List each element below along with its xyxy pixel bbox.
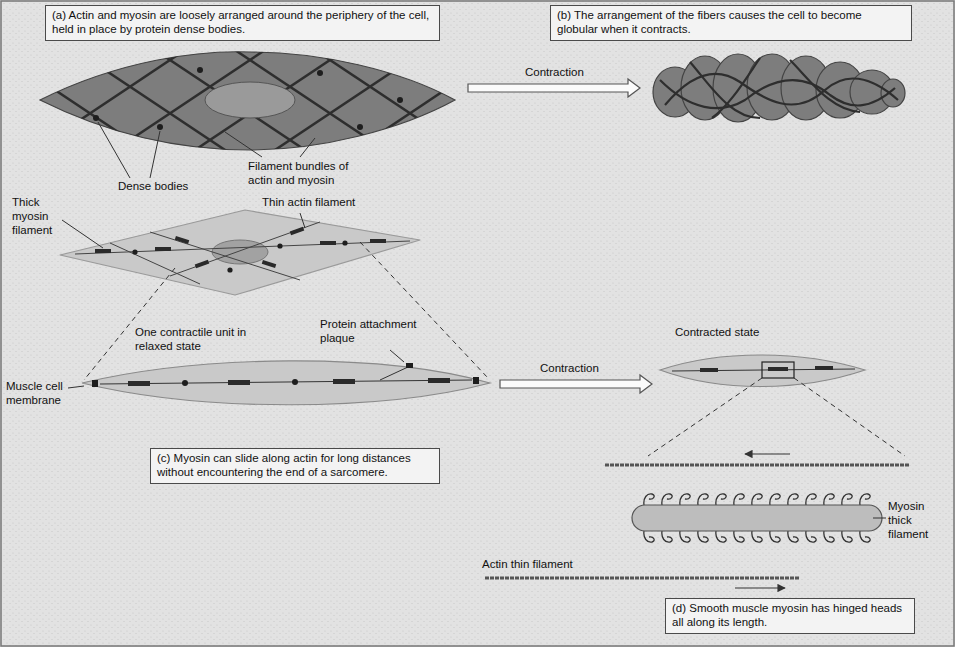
thin-actin-filament (100, 380, 472, 384)
part-label: Filament bundles of actin and myosin (248, 160, 353, 188)
dense-bodies (93, 67, 403, 130)
thick-myosin-filaments (128, 378, 450, 386)
caption-text: (a) Actin and myosin are loosely arrange… (52, 9, 433, 37)
leader-line (300, 138, 315, 157)
contracted-unit (660, 355, 865, 387)
leader-line (150, 131, 160, 178)
part-label: Contracted state (675, 326, 759, 340)
part-label: Protein attachment plaque (320, 318, 428, 346)
caption-text: (d) Smooth muscle myosin has hinged head… (672, 602, 908, 630)
direction-arrow (745, 453, 790, 454)
thin-actin-filaments (75, 222, 410, 284)
part-label: Dense bodies (118, 180, 188, 194)
caption-box: (a) Actin and myosin are loosely arrange… (45, 5, 440, 41)
part-label: One contractile unit in relaxed state (135, 326, 285, 354)
part-label: Actin thin filament (482, 558, 573, 572)
zoom-box (762, 362, 794, 378)
caption-box: (b) The arrangement of the fibers causes… (550, 5, 912, 41)
part-label: Contraction (525, 66, 584, 80)
dense-bodies (132, 240, 347, 272)
contraction-arrow (468, 79, 640, 97)
leader-line (62, 220, 103, 248)
myosin-thick-filament (632, 505, 882, 531)
zoom-line (648, 378, 762, 456)
caption-text: (c) Myosin can slide along actin for lon… (157, 452, 433, 480)
dense-bodies (182, 379, 298, 386)
contractile-unit (82, 361, 490, 405)
caption-box: (d) Smooth muscle myosin has hinged head… (665, 598, 915, 634)
cell-detail (60, 210, 420, 295)
actin-thin-filament (605, 464, 910, 467)
part-label: Myosin thick filament (888, 500, 946, 541)
attachment-plaques (92, 363, 479, 387)
part-label: Thick myosin filament (12, 196, 67, 237)
actin-thin-filament (485, 577, 800, 580)
thick-myosin-filaments (700, 366, 833, 372)
contracted-cell (653, 54, 905, 122)
filament-bundles (0, 40, 600, 160)
leader-line (873, 518, 886, 519)
thick-myosin-filaments (95, 227, 386, 269)
leader-line (68, 386, 84, 388)
part-label: Muscle cell membrane (6, 380, 68, 408)
leader-line (300, 213, 305, 228)
leader-line (98, 122, 130, 178)
leader-line (225, 132, 262, 157)
myosin-heads (640, 491, 872, 505)
zoom-line (794, 378, 905, 456)
leader-line (390, 350, 404, 362)
direction-arrow (735, 587, 785, 588)
contraction-arrow (500, 375, 652, 393)
caption-text: (b) The arrangement of the fibers causes… (557, 9, 905, 37)
myosin-heads (640, 531, 872, 545)
thin-actin-filament (380, 367, 408, 380)
zoom-line (84, 268, 175, 380)
zoom-line (360, 242, 488, 378)
nucleus (205, 82, 295, 118)
filament-bundles (660, 58, 898, 118)
part-label: Contraction (540, 362, 599, 376)
part-label: Thin actin filament (262, 196, 355, 210)
caption-box: (c) Myosin can slide along actin for lon… (150, 448, 440, 484)
